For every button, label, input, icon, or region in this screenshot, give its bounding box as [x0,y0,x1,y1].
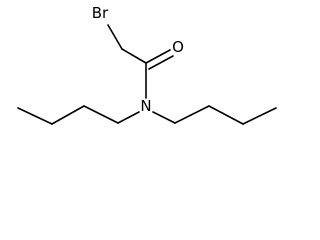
atom-label-oxygen: O [172,38,184,56]
atom-labels: Br O N [92,4,184,115]
bond-left-chain-3 [51,105,85,125]
bond-carbonyl-oxygen-1 [145,49,171,64]
bond-ch2-carbonyl [121,48,147,64]
bond-br-ch2 [107,24,123,50]
bond-carbonyl-oxygen-2 [148,55,174,70]
atom-label-nitrogen: N [140,97,151,115]
chemical-structure: Br O N [17,4,277,125]
bonds [17,24,277,125]
bond-left-chain-2 [83,105,119,124]
bond-nitrogen-right-chain [152,111,176,124]
atom-label-bromine: Br [92,4,109,22]
bond-right-chain-2 [174,105,210,124]
bond-left-chain-4 [17,107,53,125]
bond-nitrogen-left-chain [117,111,140,124]
bond-right-chain-3 [208,105,244,125]
bond-right-chain-4 [242,107,277,125]
